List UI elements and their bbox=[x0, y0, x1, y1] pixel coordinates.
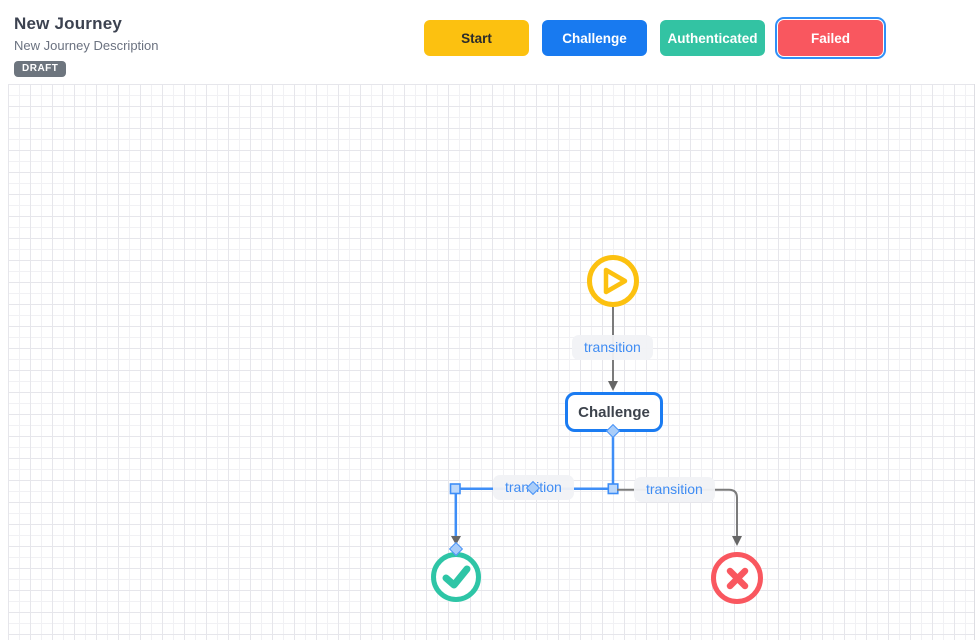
edge-label-start-challenge[interactable]: transition bbox=[572, 335, 653, 360]
edge-label-challenge-failed[interactable]: transition bbox=[634, 477, 715, 502]
check-icon bbox=[442, 565, 471, 589]
challenge-node-label: Challenge bbox=[578, 403, 650, 421]
failed-state-button[interactable]: Failed bbox=[775, 17, 886, 59]
authenticated-node[interactable] bbox=[431, 552, 481, 602]
failed-node[interactable] bbox=[711, 552, 763, 604]
start-state-button[interactable]: Start bbox=[424, 20, 529, 56]
start-node[interactable] bbox=[587, 255, 639, 307]
challenge-state-button[interactable]: Challenge bbox=[542, 20, 647, 56]
journey-header: New Journey New Journey Description DRAF… bbox=[14, 14, 159, 77]
page-description: New Journey Description bbox=[14, 38, 159, 53]
journey-canvas[interactable] bbox=[8, 84, 975, 640]
state-legend: Start Challenge Authenticated Failed bbox=[424, 17, 886, 59]
page-title: New Journey bbox=[14, 14, 123, 33]
challenge-node[interactable]: Challenge bbox=[565, 392, 663, 432]
authenticated-state-button[interactable]: Authenticated bbox=[660, 20, 765, 56]
x-icon bbox=[726, 567, 749, 590]
status-badge: DRAFT bbox=[14, 61, 67, 77]
play-icon bbox=[603, 267, 628, 295]
